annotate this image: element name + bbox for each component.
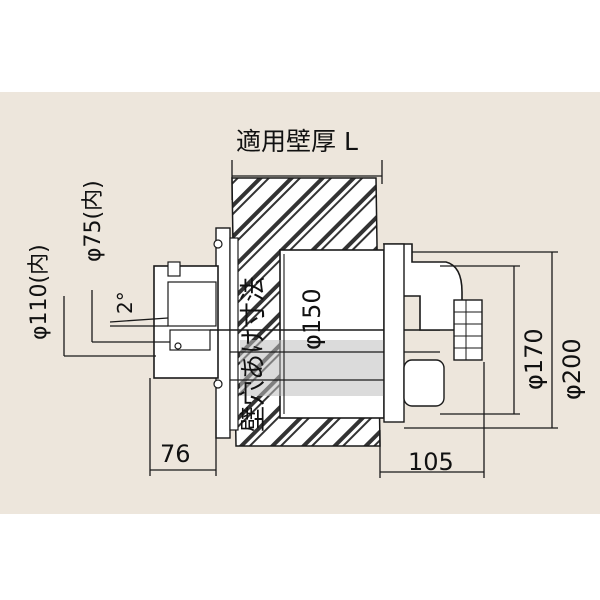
label-dim105: 105: [408, 448, 454, 476]
duct-shading: [240, 340, 400, 396]
label-wall-thickness: 適用壁厚 L: [236, 127, 358, 156]
grille: [453, 299, 483, 361]
label-phi110: φ110(内): [27, 244, 52, 340]
fastener-icon: [174, 342, 182, 350]
label-dim76: 76: [160, 440, 191, 468]
flange-plate: [229, 237, 239, 431]
angle-line: [109, 317, 169, 323]
label-wall-hole: 壁穴あけ寸法: [239, 276, 269, 432]
hood-plate: [383, 243, 405, 423]
pipe-cap: [167, 261, 181, 277]
label-angle: 2°: [113, 291, 137, 314]
inner-pipe: [167, 281, 217, 327]
label-phi170: φ170: [520, 328, 548, 390]
fastener-icon: [213, 379, 223, 389]
fastener-icon: [213, 239, 223, 249]
label-phi150: φ150: [298, 288, 326, 350]
label-phi75: φ75(内): [81, 180, 106, 262]
label-phi200: φ200: [558, 338, 586, 400]
hood-lower: [403, 359, 445, 407]
